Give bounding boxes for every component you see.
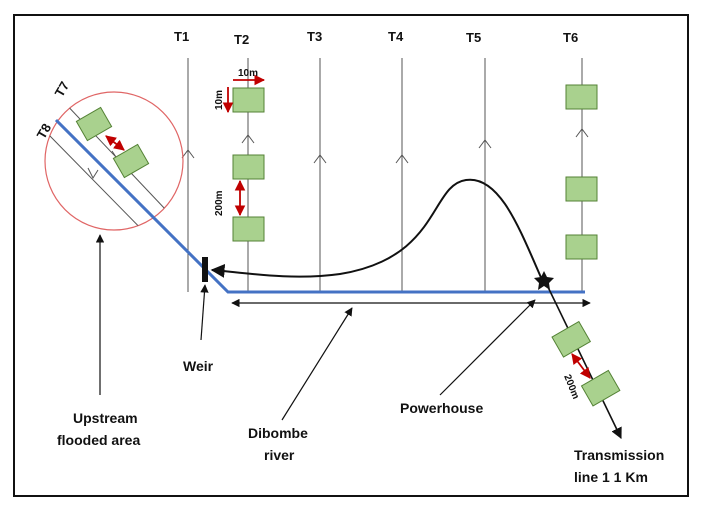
plot-height-label: 10m bbox=[214, 90, 225, 110]
measurement-arrows bbox=[105, 74, 591, 379]
plot-t2-1 bbox=[232, 87, 265, 113]
weir-pointer bbox=[200, 284, 209, 341]
chevron-t3 bbox=[313, 154, 327, 164]
transect-label-t6: T6 bbox=[563, 30, 578, 45]
plot-width-label: 10m bbox=[238, 68, 258, 79]
chevron-t1 bbox=[181, 149, 195, 159]
chevron-t4 bbox=[395, 154, 409, 164]
chevron-t8 bbox=[87, 167, 99, 180]
diagram-frame bbox=[13, 14, 689, 497]
transmission-label-line2: line 1 1 Km bbox=[574, 469, 648, 485]
transect-label-t1: T1 bbox=[174, 29, 189, 44]
t7-spacing-arrow bbox=[105, 135, 125, 151]
chevron-t5 bbox=[478, 139, 492, 149]
powerhouse-label: Powerhouse bbox=[400, 400, 483, 416]
line-spacing-arrow bbox=[571, 353, 591, 379]
plot-t6-3 bbox=[565, 234, 598, 260]
plot-t2-3 bbox=[232, 216, 265, 242]
direction-chevrons bbox=[181, 128, 589, 164]
upstream-label-line1: Upstream bbox=[73, 410, 138, 426]
powerhouse-star-icon bbox=[534, 271, 554, 290]
chevron-t2 bbox=[241, 134, 255, 144]
transect-line-t7 bbox=[61, 99, 167, 211]
plot-t6-1 bbox=[565, 84, 598, 110]
penstock-curve bbox=[210, 178, 544, 283]
transmission-label-line1: Transmission bbox=[574, 447, 664, 463]
powerhouse-pointer bbox=[439, 299, 536, 396]
transect-labels: T1 T2 T3 T4 T5 T6 T7 T8 bbox=[34, 29, 579, 142]
transect-label-t8: T8 bbox=[34, 121, 55, 142]
weir-label: Weir bbox=[183, 358, 214, 374]
plot-t6-2 bbox=[565, 176, 598, 202]
upstream-flooded-circle bbox=[44, 91, 184, 231]
line-spacing-label: 200m bbox=[561, 373, 581, 401]
river-pointer bbox=[281, 307, 353, 421]
plot-t7-1 bbox=[75, 106, 113, 142]
upstream-label-line2: flooded area bbox=[57, 432, 140, 448]
transect-label-t2: T2 bbox=[234, 32, 249, 47]
plots bbox=[75, 84, 621, 407]
transmission-line bbox=[546, 284, 622, 440]
dibombe-river bbox=[54, 118, 585, 294]
transect-label-t5: T5 bbox=[466, 30, 481, 45]
plot-t7-2 bbox=[112, 143, 150, 179]
transect-label-t3: T3 bbox=[307, 29, 322, 44]
river-label-line1: Dibombe bbox=[248, 425, 308, 441]
transect-line-t8 bbox=[47, 133, 161, 230]
river-label-line2: river bbox=[264, 447, 295, 463]
plot-line-2 bbox=[580, 369, 621, 407]
transect-label-t4: T4 bbox=[388, 29, 404, 44]
pointer-lines bbox=[95, 234, 536, 421]
transect-label-t7: T7 bbox=[52, 79, 73, 100]
weir-marker bbox=[202, 257, 208, 282]
plot-t2-2 bbox=[232, 154, 265, 180]
chevron-t6 bbox=[575, 128, 589, 138]
plot-line-1 bbox=[551, 320, 592, 358]
t2-spacing-label: 200m bbox=[214, 190, 225, 216]
